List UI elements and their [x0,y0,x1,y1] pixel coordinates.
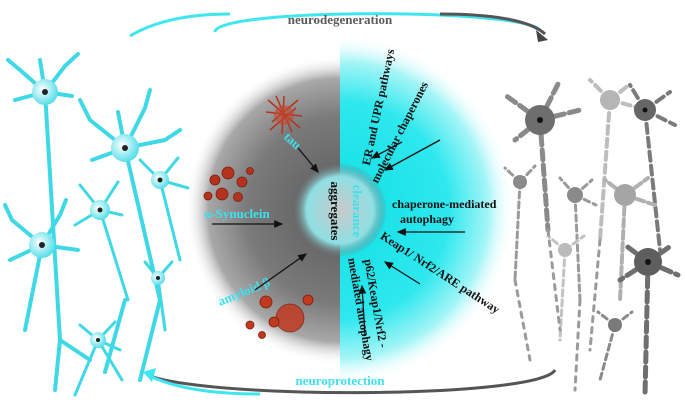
pathway-label-autophagy: autophagy [400,212,454,226]
degenerating-neuron [558,176,598,302]
healthy-neuron [138,156,190,262]
center-label-aggregates: aggregates [328,182,343,241]
bottom-cycle-arrow [143,368,557,396]
degenerating-neuron [617,242,681,398]
degenerating-neuron [628,83,677,252]
degenerating-neuron [546,234,586,342]
healthy-neuron [6,52,80,342]
aggregate-label-alpha-synuclein: α-Synuclein [204,206,271,221]
degenerating-neuron [502,77,583,233]
healthy-neuron [73,180,130,302]
arrow-tau [297,147,319,173]
healthy-neuron [78,88,182,302]
arrow-amyloid-beta [254,253,308,291]
arrow-head-icon [536,30,548,42]
arrow-head-icon [143,368,156,382]
degenerating-neurons [502,77,681,398]
degenerating-neuron [596,310,634,382]
center-label-clearance: clearance [350,185,365,238]
arrow-molecular-chaperones [383,139,441,171]
arrow-keap1-nrf2-are [383,261,421,285]
top-cycle-label: neurodegeneration [288,12,393,27]
degenerating-neuron [603,176,657,302]
aggregate-arrows [212,147,319,291]
arrow-p62-keap1-nrf2 [358,284,367,336]
arrow-er-upr [370,141,403,159]
pathway-label-chaperone-mediated: chaperone-mediated [392,197,497,211]
clearance-half-circle [340,30,525,390]
tau-aggregate [265,95,303,135]
healthy-neuron [143,260,174,332]
degenerating-neuron [503,164,537,282]
clearance-arrows [358,139,465,336]
alpha-synuclein-aggregate [203,166,254,202]
healthy-neuron [3,198,80,332]
amyloid-beta-aggregate [245,294,314,339]
degenerating-neuron [588,78,642,242]
bottom-cycle-label: neuroprotection [295,373,385,388]
healthy-neurons [3,52,190,397]
center-core [294,164,386,256]
healthy-neuron [73,320,124,397]
top-cycle-arrow [129,12,548,42]
